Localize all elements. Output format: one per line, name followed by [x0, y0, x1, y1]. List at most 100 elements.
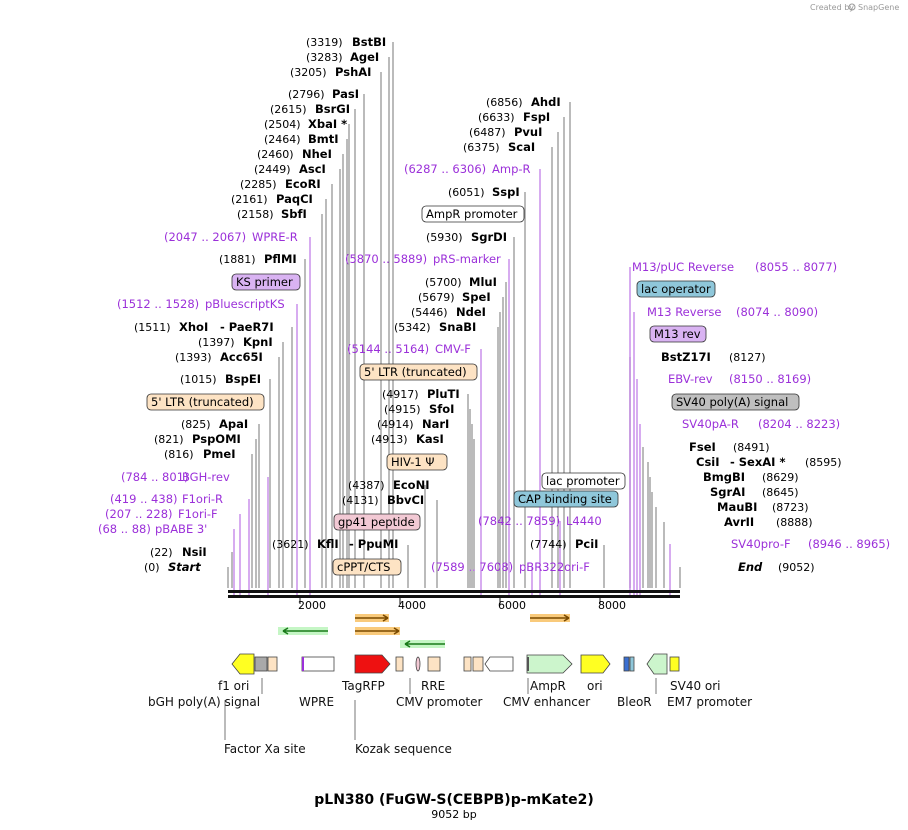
site-pos: (7744): [530, 538, 567, 551]
label-ampr: AmpR: [530, 679, 566, 693]
feature-range: (5870 .. 5889): [345, 252, 427, 266]
ori-arrow: [580, 654, 611, 674]
site-name: End: [738, 560, 763, 574]
site-name: BmtI: [308, 132, 339, 146]
cmv-promoter-arrow: [484, 656, 514, 672]
box-gp41-peptide: gp41 peptide: [338, 515, 415, 529]
f1-ori-arrow: [231, 653, 255, 675]
label-f1-ori: f1 ori: [218, 679, 249, 693]
site-pos: (816): [164, 448, 194, 461]
box-lac-operator: lac operator: [641, 282, 711, 296]
site-pos: (1881): [219, 253, 256, 266]
site-name: BstBI: [352, 35, 386, 49]
tick-label: 4000: [398, 599, 426, 612]
label-factor-xa-site: Factor Xa site: [224, 742, 306, 756]
credit-created-by: Created by: [810, 3, 854, 12]
site-pos: (3621): [272, 538, 309, 551]
tick-label: 8000: [598, 599, 626, 612]
feature-range: (784 .. 801): [121, 470, 189, 484]
feature-range: (8204 .. 8223): [758, 417, 840, 431]
feature-name: pRS-marker: [433, 252, 501, 266]
kozak-block: [395, 656, 404, 672]
bottom-feature-labels: f1 ori bGH poly(A) signal WPRE TagRFP RR…: [148, 679, 752, 756]
feature-range: (6287 .. 6306): [404, 162, 486, 176]
site-pos: (2464): [264, 133, 301, 146]
feature-name: L4440: [566, 514, 602, 528]
site-extra: - PaeR7I: [220, 320, 274, 334]
label-rre: RRE: [421, 679, 445, 693]
site-pos: (2615): [270, 103, 307, 116]
site-pos: (1397): [198, 336, 235, 349]
site-name: AhdI: [531, 95, 561, 109]
site-pos: (2161): [231, 193, 268, 206]
box-m13-rev: M13 rev: [654, 327, 701, 341]
sv40-ori-block: [669, 656, 680, 672]
label-tagrfp: TagRFP: [341, 679, 385, 693]
site-pos: (8595): [805, 456, 842, 469]
site-pos: (821): [154, 433, 184, 446]
feature-name: CMV-F: [435, 342, 471, 356]
site-pos: (1393): [175, 351, 212, 364]
site-pos: (5679): [418, 291, 455, 304]
feature-range: (68 .. 88): [98, 522, 151, 536]
feature-name: EBV-rev: [668, 372, 713, 386]
feature-name: SV40pA-R: [682, 417, 739, 431]
site-name: SbfI: [281, 207, 307, 221]
site-name: NheI: [302, 147, 332, 161]
box-hiv1-psi: HIV-1 Ψ: [391, 455, 434, 469]
site-pos: (6375): [463, 141, 500, 154]
left-primer-features: (2047 .. 2067) WPRE-R (1512 .. 1528) pBl…: [98, 230, 298, 536]
site-pos: (4387): [348, 479, 385, 492]
site-name: NarI: [422, 417, 449, 431]
site-name: PspOMI: [192, 432, 241, 446]
site-name: KpnI: [243, 335, 273, 349]
feature-range: (8074 .. 8090): [736, 305, 818, 319]
site-pos: (8491): [733, 441, 770, 454]
site-name: SnaBI: [439, 320, 476, 334]
site-pos: (8127): [729, 351, 766, 364]
site-pos: (2285): [240, 178, 277, 191]
site-name: PshAI: [335, 65, 371, 79]
site-name: XbaI *: [308, 117, 347, 131]
site-pos: (6487): [469, 126, 506, 139]
boxed-feature-labels: KS primer 5' LTR (truncated) 5' LTR (tru…: [146, 205, 800, 576]
feature-track: [231, 653, 680, 675]
site-pos: (2449): [254, 163, 291, 176]
site-name: BspEI: [225, 372, 261, 386]
middle-enzyme-sites: (3621) KflI - PpuMI (4387) EcoNI (4131) …: [272, 95, 598, 551]
label-cmv-promoter: CMV promoter: [396, 695, 483, 709]
site-pos: (5446): [411, 306, 448, 319]
site-pos: (9052): [778, 561, 815, 574]
rre-marker: [415, 656, 421, 672]
site-name: SspI: [492, 185, 520, 199]
box-lac-promoter: lac promoter: [546, 474, 620, 488]
feature-name: M13/pUC Reverse: [632, 260, 734, 274]
site-name: PvuI: [514, 125, 542, 139]
site-name: MauBI: [717, 500, 757, 514]
site-pos: (4914): [377, 418, 414, 431]
site-name: ApaI: [219, 417, 248, 431]
site-name: ScaI: [508, 140, 535, 154]
site-pos: (825): [181, 418, 211, 431]
bottom-connectors: [224, 678, 657, 740]
site-name: SpeI: [462, 290, 491, 304]
feature-name: SV40pro-F: [731, 537, 791, 551]
site-name: XhoI: [179, 320, 208, 334]
middle-primer-features: (5870 .. 5889) pRS-marker (5144 .. 5164)…: [345, 162, 602, 574]
feature-range: (8150 .. 8169): [729, 372, 811, 386]
feature-name: F1ori-R: [182, 492, 223, 506]
box-cppt-cts: cPPT/CTS: [337, 560, 390, 574]
site-pos: (4917): [382, 388, 419, 401]
site-pos: (8629): [762, 471, 799, 484]
wpre-block: [301, 656, 335, 672]
site-name: KasI: [416, 432, 444, 446]
site-extra: - SexAI *: [730, 455, 785, 469]
rre-block: [427, 656, 441, 672]
snapgene-credit: Created by SnapGene: [810, 3, 899, 12]
label-wpre: WPRE: [299, 695, 334, 709]
feature-name: pBABE 3': [155, 522, 207, 536]
site-pos: (0): [144, 561, 160, 574]
site-name: PciI: [575, 537, 598, 551]
site-pos: (1015): [180, 373, 217, 386]
